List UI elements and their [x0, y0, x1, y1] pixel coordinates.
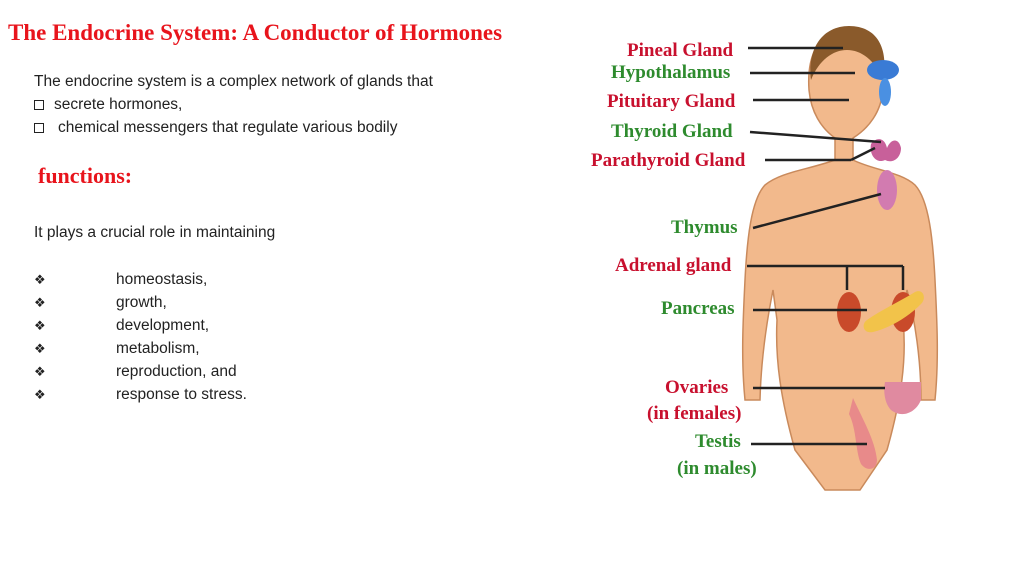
- hypothalamus-organ: [867, 60, 899, 80]
- hair: [810, 26, 885, 80]
- label-in-males: (in males): [677, 458, 757, 479]
- pancreas-organ: [863, 291, 924, 333]
- diamond-bullet-icon: ❖: [34, 387, 46, 402]
- label-pituitary-gland: Pituitary Gland: [607, 91, 736, 112]
- label-thymus: Thymus: [671, 217, 738, 238]
- leader-lines: [747, 46, 905, 446]
- thyroid-organ: [870, 139, 901, 162]
- endocrine-diagram: Pineal Gland Hypothalamus Pituitary Glan…: [585, 20, 1024, 520]
- bullet-item: ❖ homeostasis,: [34, 268, 247, 291]
- diamond-bullet-icon: ❖: [34, 318, 46, 333]
- bullet-text: reproduction, and: [116, 363, 237, 380]
- label-pineal-gland: Pineal Gland: [627, 40, 734, 61]
- label-testis: Testis: [695, 431, 741, 452]
- diamond-bullet-icon: ❖: [34, 341, 46, 356]
- kidney-left: [837, 292, 861, 332]
- bullet-text: response to stress.: [116, 386, 247, 403]
- diamond-bullet-icon: ❖: [34, 295, 46, 310]
- bullet-item: ❖ metabolism,: [34, 337, 247, 360]
- functions-heading: functions:: [38, 163, 133, 188]
- intro-block: The endocrine system is a complex networ…: [34, 70, 433, 139]
- diamond-bullet-icon: ❖: [34, 272, 46, 287]
- body-illustration: [741, 26, 939, 491]
- check-item-text: chemical messengers that regulate variou…: [58, 119, 398, 136]
- bullet-item: ❖ response to stress.: [34, 383, 247, 406]
- leader-parathyroid-tip: [850, 146, 876, 162]
- diamond-bullet-icon: ❖: [34, 364, 46, 379]
- intro-text: The endocrine system is a complex networ…: [34, 73, 433, 90]
- pituitary-organ: [879, 78, 891, 106]
- testis-organ: [849, 398, 877, 469]
- bullet-item: ❖ development,: [34, 314, 247, 337]
- ovaries-organ: [884, 382, 921, 415]
- check-item: secrete hormones,: [34, 93, 433, 116]
- role-text: It plays a crucial role in maintaining: [34, 224, 276, 241]
- body-silhouette: [741, 29, 939, 491]
- page-title: The Endocrine System: A Conductor of Hor…: [8, 20, 503, 45]
- label-hypothalamus: Hypothalamus: [611, 62, 731, 83]
- checkbox-icon: [34, 99, 44, 110]
- bullet-text: growth,: [116, 294, 167, 311]
- label-pancreas: Pancreas: [661, 298, 735, 319]
- checkbox-icon: [34, 122, 44, 133]
- bullet-text: development,: [116, 317, 210, 334]
- leader-thymus: [752, 192, 882, 230]
- bullet-list: ❖ homeostasis, ❖ growth, ❖ development, ❖ me…: [34, 268, 247, 406]
- label-ovaries: Ovaries: [665, 377, 729, 398]
- bullet-item: ❖ growth,: [34, 291, 247, 314]
- check-item-text: secrete hormones,: [54, 96, 183, 113]
- label-adrenal-gland: Adrenal gland: [615, 255, 732, 276]
- label-in-females: (in females): [647, 403, 742, 424]
- check-item: chemical messengers that regulate variou…: [34, 116, 433, 139]
- bullet-text: homeostasis,: [116, 271, 208, 288]
- bullet-item: ❖ reproduction, and: [34, 360, 247, 383]
- bullet-text: metabolism,: [116, 340, 200, 357]
- leader-thyroid: [749, 130, 882, 144]
- label-parathyroid-gland: Parathyroid Gland: [591, 150, 746, 171]
- thymus-organ: [877, 170, 897, 210]
- label-thyroid-gland: Thyroid Gland: [611, 121, 733, 142]
